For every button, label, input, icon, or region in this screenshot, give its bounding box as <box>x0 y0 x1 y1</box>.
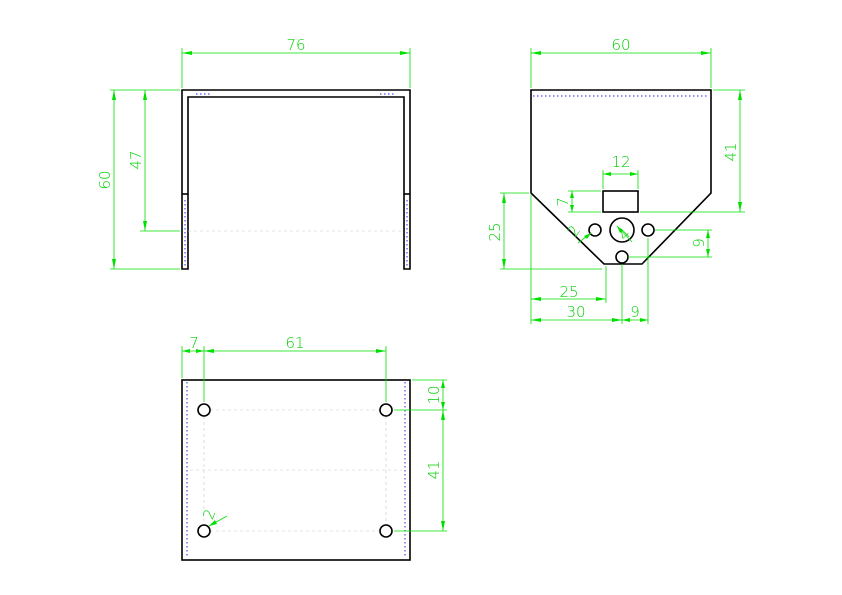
side-horizontal-9-label: 9 <box>630 303 640 321</box>
top-edge-offset-label: 7 <box>189 334 199 352</box>
top-hole-offset-y-label: 10 <box>425 385 443 404</box>
front-view: 76 60 47 <box>96 36 411 270</box>
side-slot-height-label: 7 <box>554 197 572 207</box>
top-view-hole-bottom-left <box>197 524 211 538</box>
side-height-label: 41 <box>722 142 740 161</box>
side-view-small-hole-bottom <box>615 250 629 264</box>
side-leader-small-hole: 2 <box>564 222 592 244</box>
side-horizontal-30-label: 30 <box>566 303 585 321</box>
side-dim-horizontal-30-9: 30 9 <box>531 238 649 324</box>
side-small-hole-label: 2 <box>564 222 584 240</box>
top-view-hole-top-right <box>379 403 393 417</box>
side-dim-slot-width: 12 <box>602 153 639 189</box>
side-view-slot <box>602 190 639 213</box>
side-slot-width-label: 12 <box>611 153 630 171</box>
side-horizontal-25-label: 25 <box>559 283 578 301</box>
side-dim-slot-height: 7 <box>554 190 601 213</box>
front-dim-width: 76 <box>181 36 411 88</box>
front-inner-height-label: 47 <box>127 150 145 169</box>
side-view-small-hole-left <box>588 223 602 237</box>
side-lower-height-label: 25 <box>486 222 504 241</box>
top-view: 7 61 10 41 2 <box>181 334 447 561</box>
front-width-label: 76 <box>286 36 305 54</box>
top-hole-spacing-y-label: 41 <box>425 460 443 479</box>
side-view-small-hole-right <box>641 223 655 237</box>
side-width-label: 60 <box>611 36 630 54</box>
side-dim-width: 60 <box>530 36 712 88</box>
side-view: 60 41 12 7 <box>486 36 745 324</box>
top-dim-horizontal: 7 61 <box>181 334 387 402</box>
top-view-hole-top-left <box>197 403 211 417</box>
front-dim-total-height: 60 <box>96 89 180 270</box>
top-leader-hole: 2 <box>199 507 228 527</box>
side-dim-hole-offset: 9 <box>628 229 712 258</box>
front-dim-inner-height: 47 <box>127 90 180 232</box>
front-view-outline <box>181 89 411 270</box>
front-total-height-label: 60 <box>96 170 114 189</box>
top-dim-vertical: 10 41 <box>394 379 447 532</box>
side-dim-horizontal-25: 25 <box>530 195 607 324</box>
top-hole-spacing-x-label: 61 <box>285 334 304 352</box>
top-view-outline <box>181 379 411 561</box>
side-dim-height: 41 <box>640 89 745 213</box>
top-view-hole-bottom-right <box>379 524 393 538</box>
side-hole-offset-label: 9 <box>690 238 708 248</box>
side-dim-lower-height: 25 <box>486 192 602 270</box>
top-hole-dia-label: 2 <box>199 507 219 522</box>
side-view-outline <box>530 89 712 265</box>
